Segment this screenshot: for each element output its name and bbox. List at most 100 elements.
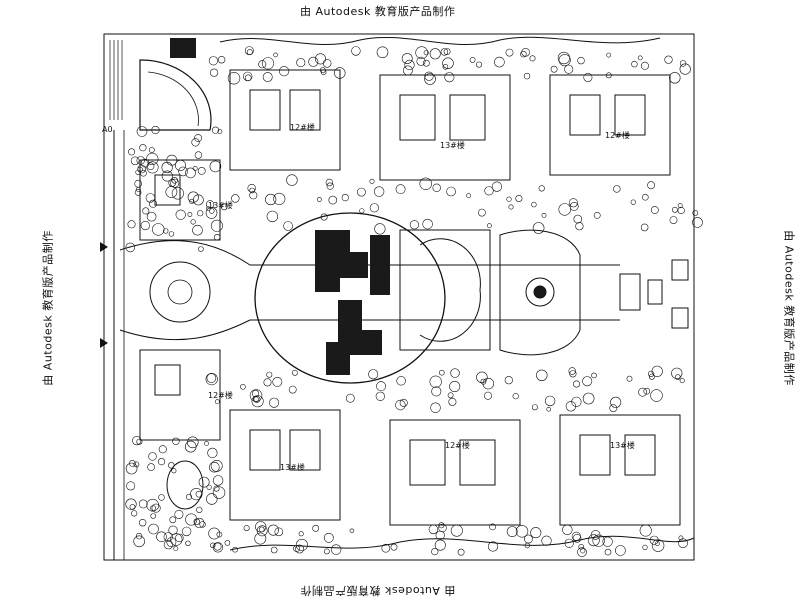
tree-symbol [194, 134, 202, 142]
tree-symbol [448, 397, 457, 406]
tree-symbol [538, 185, 545, 192]
tree-symbol [187, 212, 193, 217]
tree-symbol [679, 60, 687, 67]
tree-symbol [587, 534, 600, 547]
tree-symbol [138, 519, 147, 527]
unit-label: 13#楼 [610, 440, 635, 450]
tree-symbol [204, 440, 209, 446]
tree-symbol [323, 548, 330, 555]
tree-symbol [573, 214, 583, 224]
tree-symbol [669, 72, 681, 84]
tree-symbol [569, 201, 579, 211]
tree-symbol [168, 462, 175, 469]
tree-symbol [136, 438, 143, 445]
tree-symbol [558, 54, 571, 67]
tree-symbol [196, 506, 203, 514]
tree-symbol [649, 535, 659, 545]
tree-symbol [487, 541, 499, 552]
tree-symbol [258, 60, 267, 69]
tree-symbol [129, 504, 136, 510]
tree-symbol [638, 387, 647, 397]
watermark-left: 由 Autodesk 教育版产品制作 [41, 230, 55, 386]
tree-symbol [483, 391, 492, 400]
tree-symbol [266, 210, 279, 223]
tree-symbol [169, 516, 177, 524]
tree-symbol [606, 52, 612, 58]
tree-symbol [210, 459, 223, 472]
tree-symbol [341, 194, 349, 202]
tree-symbol [175, 159, 187, 171]
tree-symbol [286, 174, 298, 186]
tree-symbol [205, 207, 218, 219]
tree-symbol [185, 167, 196, 179]
tree-symbol [150, 513, 157, 519]
tree-symbol [211, 126, 220, 134]
tree-symbol [132, 436, 142, 446]
tree-symbol [583, 72, 593, 82]
tree-symbol [244, 74, 252, 82]
tree-symbol [140, 169, 147, 177]
tree-symbol [577, 56, 585, 65]
tree-symbol [376, 46, 389, 59]
tree-symbol [213, 485, 220, 492]
tree-symbol [692, 217, 703, 228]
tree-symbol [198, 476, 210, 488]
tree-symbol [431, 386, 442, 397]
tree-symbol [529, 55, 536, 62]
tree-symbol [189, 198, 195, 204]
tree-symbol [431, 547, 439, 556]
tree-symbol [590, 530, 601, 540]
corner-fade [690, 510, 800, 600]
tree-symbol [170, 178, 180, 188]
tree-symbol [194, 151, 203, 159]
tree-symbol [197, 166, 206, 175]
tree-symbol [133, 535, 146, 548]
tree-symbol [252, 396, 259, 403]
tree-symbol [504, 376, 513, 385]
tree-symbol [208, 527, 221, 540]
tree-symbol [577, 547, 587, 557]
tree-symbol [193, 518, 201, 525]
tree-symbol [227, 71, 241, 85]
tree-symbol [482, 377, 494, 390]
tree-symbol [263, 378, 272, 387]
tree-symbol [213, 542, 222, 551]
tree-symbol [165, 186, 178, 198]
tree-symbol [541, 535, 552, 546]
tree-symbol [288, 385, 297, 394]
tree-symbol [615, 545, 626, 556]
tree-symbol [192, 224, 203, 236]
tree-symbol [163, 540, 173, 550]
tree-symbol [206, 484, 212, 490]
tree-symbol [166, 154, 178, 166]
tree-symbol [166, 537, 177, 547]
tree-symbol [334, 67, 346, 79]
tree-symbol [424, 71, 434, 81]
unit-label: 12#楼 [605, 130, 630, 140]
tree-symbol [151, 503, 161, 513]
tree-symbol [520, 50, 527, 58]
tree-symbol [232, 546, 238, 553]
tree-symbol [641, 193, 649, 201]
watermark-top: 由 Autodesk 教育版产品制作 [300, 5, 456, 18]
tree-symbol [438, 522, 445, 529]
tree-symbol [491, 181, 503, 192]
tree-symbol [209, 208, 215, 214]
west-plaza [149, 261, 211, 323]
tree-symbol [523, 72, 531, 80]
tree-symbol [127, 220, 136, 229]
tree-symbol [409, 220, 420, 230]
tree-symbol [572, 533, 582, 543]
tree-symbol [369, 178, 375, 184]
tree-symbol [678, 538, 688, 549]
spine-road-upper [119, 240, 620, 266]
tree-symbol [531, 404, 538, 411]
tree-symbol [262, 72, 273, 82]
tree-symbol [168, 231, 175, 237]
tree-symbol [269, 397, 280, 408]
tree-symbol [213, 234, 221, 241]
tree-symbol [447, 392, 454, 399]
tree-symbol [279, 66, 290, 77]
tree-symbol [145, 193, 156, 203]
tree-symbol [442, 63, 449, 70]
